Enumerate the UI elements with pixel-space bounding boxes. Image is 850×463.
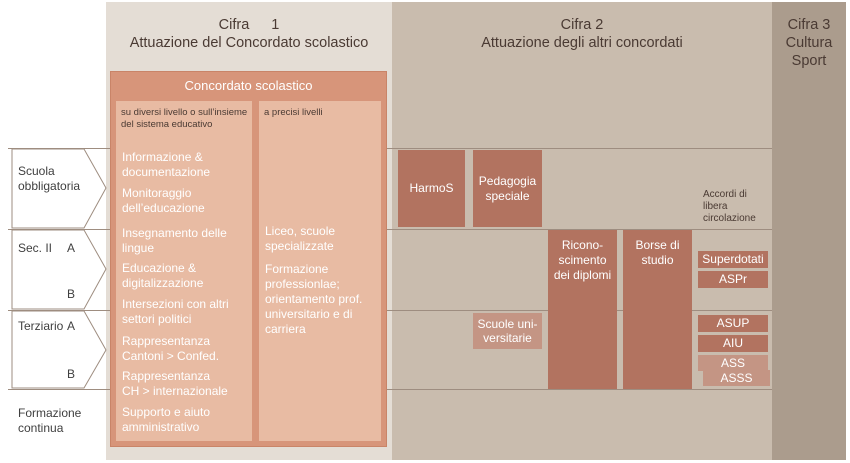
right-column-heading: a precisi livelli (264, 107, 323, 118)
item-informazione: Informazione &documentazione (122, 150, 211, 179)
left-column-heading: su diversi livello o sull’insieme del si… (121, 107, 248, 130)
accordi-libera-circolazione: Accordi di libera circolazione (703, 189, 756, 224)
box-riconoscimento-diplomi: Ricono- scimento dei diplomi (548, 230, 617, 389)
level-line-top (8, 148, 772, 149)
level-line-sec2 (8, 229, 772, 230)
level-terziario-b: B (67, 367, 76, 381)
level-sec2-a: A (67, 241, 76, 255)
box-ass: ASS (698, 355, 768, 371)
arrow-scuola-obbligatoria (11, 148, 107, 229)
cifra3-panel (772, 2, 846, 460)
level-sec2-label: Sec. II (18, 241, 53, 255)
level-line-formazione (8, 389, 772, 390)
box-aspr: ASPr (698, 271, 768, 288)
level-line-terziario (8, 310, 772, 311)
box-superdotati: Superdotati (698, 251, 768, 268)
level-terziario-label: Terziario (18, 319, 64, 333)
concordato-title: Concordato scolastico (184, 78, 313, 93)
level-formazione-continua: Formazione continua (18, 406, 82, 435)
box-asss: ASSS (703, 370, 770, 386)
box-scuole-universitarie: Scuole uni-versitarie (473, 313, 542, 349)
box-borse-di-studio: Borse di studio (623, 230, 692, 389)
level-scuola-obbligatoria: Scuola obbligatoria (18, 164, 81, 193)
item-educazione: Educazione &digitalizzazione (122, 261, 204, 290)
item-formazione-professionale: Formazione professionlae; orientamento p… (265, 262, 363, 336)
arrow-terziario (11, 310, 107, 389)
concordato-right-column (259, 101, 381, 441)
concordato-left-column (116, 101, 252, 441)
cifra2-title: Cifra 2 Attuazione degli altri concordat… (481, 17, 683, 51)
level-sec2-b: B (67, 287, 76, 301)
cifra3-title: Cifra 3 Cultura Sport (785, 17, 833, 69)
box-harmos: HarmoS (398, 150, 465, 227)
level-arrows (11, 148, 107, 389)
level-terziario-a: A (67, 319, 76, 333)
arrow-sec2 (11, 229, 107, 310)
box-asup: ASUP (698, 315, 768, 332)
box-aiu: AIU (698, 335, 768, 352)
